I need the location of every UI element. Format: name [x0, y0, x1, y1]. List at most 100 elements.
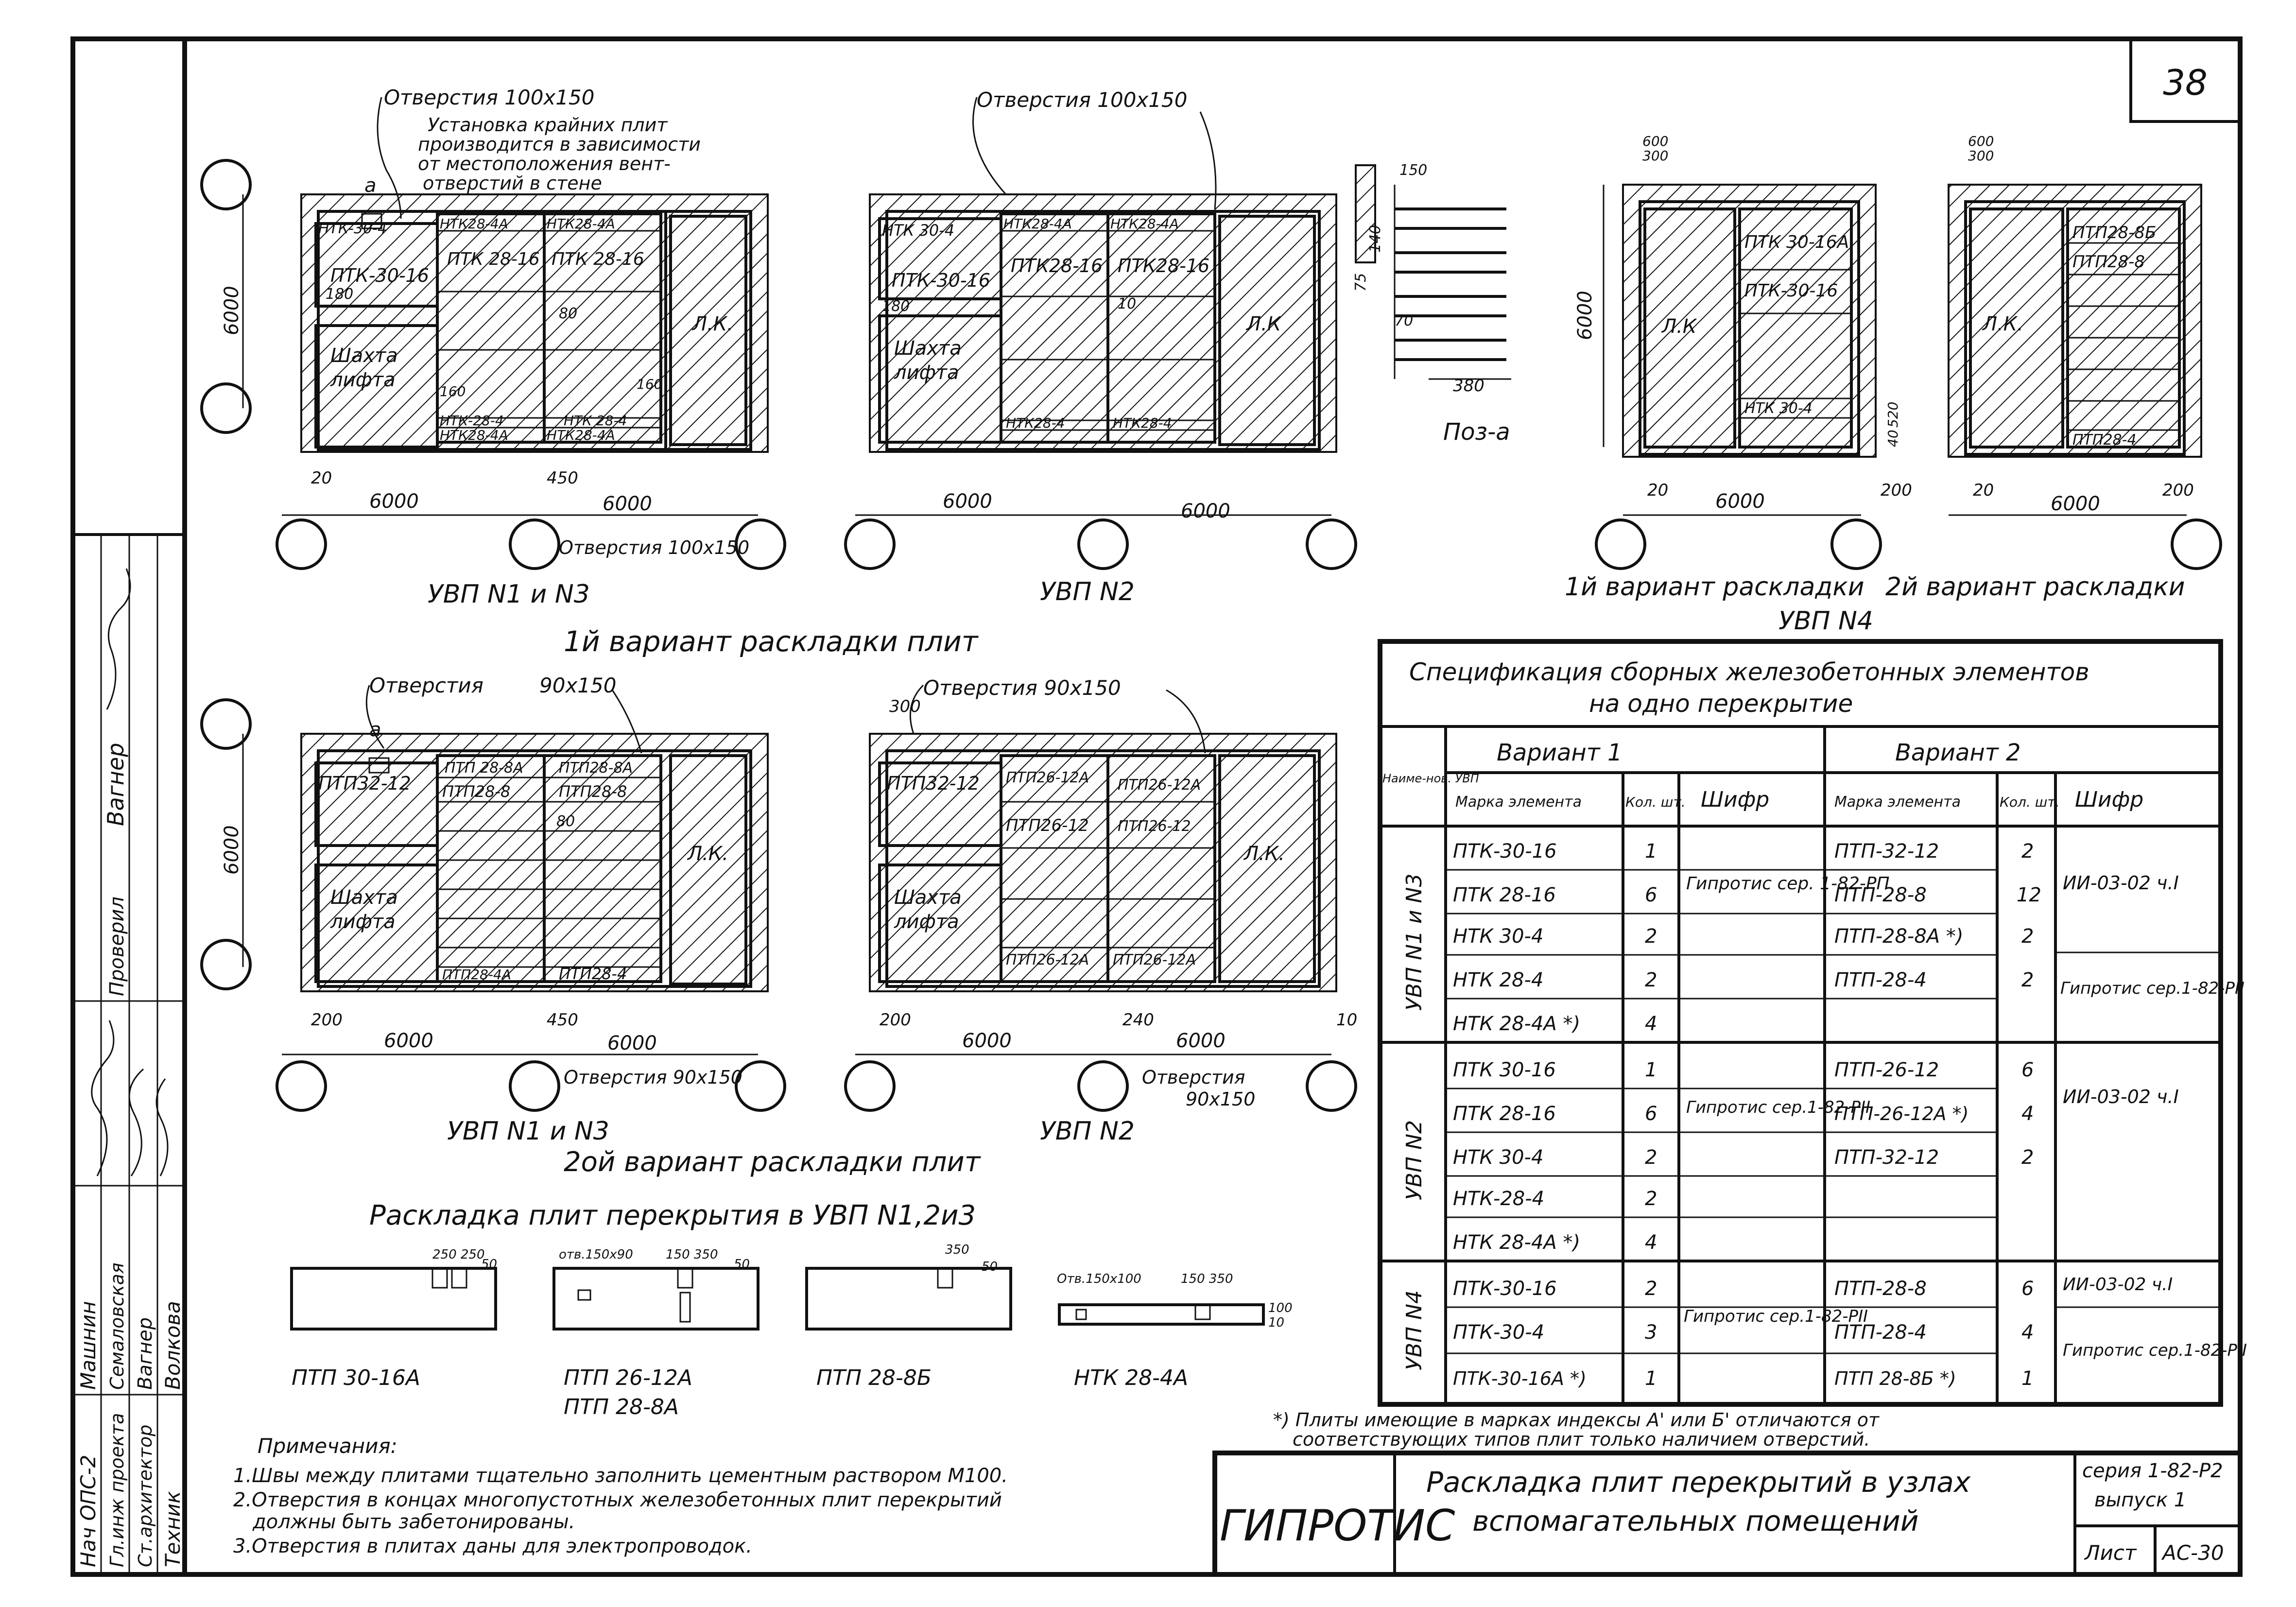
note-install-1: Установка крайних плит	[428, 114, 668, 136]
label-ptp28-8b: ПТП28-8Б	[2072, 223, 2156, 242]
label-ptp28-8: ПТП28-8	[2072, 252, 2145, 272]
spec-g3-r2-q1: 3	[1645, 1321, 1657, 1344]
dim-right-6000: 6000	[603, 493, 652, 515]
plan-uvp2-variant2: ПТП32-12 ПТП26-12А ПТП26-12А ПТП26-12 ПТ…	[844, 676, 1357, 1146]
org-logo: ГИПРОТИС	[1220, 1501, 1455, 1551]
dim-160-a: 160	[440, 383, 466, 399]
label-lk: Л.К.	[1243, 843, 1285, 865]
detail-4-dims: Отв.150х100	[1057, 1272, 1141, 1286]
dim-150: 150	[1399, 162, 1427, 179]
spec-g1-r4-q1: 2	[1645, 969, 1657, 991]
detail-2-d2: 150 350	[666, 1247, 718, 1262]
spec-g2-r5-m1: НТК 28-4А *)	[1453, 1231, 1580, 1254]
label-ptp28-8a-a: ПТП 28-8А	[445, 760, 523, 777]
dim-20: 20	[311, 468, 332, 488]
spec-variant1: Вариант 1	[1497, 739, 1623, 766]
spec-g1-r1-q2: 2	[2021, 840, 2034, 863]
dim-180: 180	[326, 286, 353, 303]
spec-g1-name: УВП N1 и N3	[1402, 874, 1427, 1011]
label-shaft-2: лифта	[330, 911, 396, 933]
spec-g3-code1: Гипротис сер.1-82-РII	[1684, 1307, 1868, 1326]
spec-g2-r1-q1: 1	[1645, 1059, 1657, 1081]
spec-g2-r4-q1: 2	[1645, 1188, 1657, 1210]
series: серия 1-82-Р2	[2082, 1460, 2223, 1482]
spec-g1-r3-m1: НТК 30-4	[1453, 925, 1543, 948]
spec-g1-r2-m2: ПТП-28-8	[1834, 884, 1927, 906]
section-title: Поз-а	[1443, 418, 1510, 446]
label-ptk28-16-b: ПТК 28-16	[552, 249, 644, 269]
notes: Примечания: 1.Швы между плитами тщательн…	[233, 1434, 1008, 1557]
label-ntk28-4a-top-b: НТК28-4А	[1110, 216, 1179, 232]
note-3: 3.Отверстия в плитах даны для электропро…	[233, 1535, 752, 1557]
caption-variant2: 2ой вариант раскладки плит	[564, 1146, 981, 1178]
dim-10: 10	[1336, 1010, 1357, 1030]
dim-left-6000: 6000	[943, 490, 992, 513]
note-size: 90х150	[539, 674, 616, 697]
note-hole-bottom-size: 90х150	[1186, 1089, 1255, 1110]
spec-g2-r3-q2: 2	[2021, 1146, 2034, 1169]
dim-200: 200	[311, 1010, 343, 1030]
spec-g1-r2-q2: 12	[2017, 884, 2041, 906]
label-ntk28-4a-bot-a: НТК28-4А	[440, 427, 508, 443]
label-ptk30-16: ПТК-30-16	[892, 270, 990, 291]
dim-300: 300	[1968, 148, 1994, 164]
spec-g2-r4-m1: НТК-28-4	[1453, 1188, 1544, 1210]
label-ptp28-4a: ПТП28-4А	[442, 967, 511, 983]
spec-h-code-1: Шифр	[1701, 787, 1769, 812]
label-ptk28-16-b: ПТК28-16	[1118, 255, 1209, 276]
spec-variant2: Вариант 2	[1895, 739, 2021, 766]
dim-160-b: 160	[637, 376, 662, 392]
label-ntk28-4a-bot-b: НТК28-4А	[547, 427, 615, 443]
title-line-1: Раскладка плит перекрытий в узлах	[1426, 1466, 1971, 1499]
label-ptk28-16-a: ПТК 28-16	[447, 249, 540, 269]
note-1: 1.Швы между плитами тщательно заполнить …	[233, 1465, 1008, 1487]
dim-20: 20	[1647, 481, 1668, 500]
label-lk: Л.К.	[687, 843, 728, 865]
label-shaft-2: лифта	[330, 369, 396, 391]
dim-450: 450	[547, 468, 578, 488]
dim-450: 450	[547, 1010, 578, 1030]
spec-g1-r5-m1: НТК 28-4А *)	[1453, 1013, 1580, 1035]
slab-details-title: Раскладка плит перекрытия в УВП N1,2и3	[369, 1200, 976, 1231]
dim-height-6000: 6000	[1574, 291, 1596, 340]
list-label: Лист	[2084, 1541, 2137, 1565]
signature-1	[106, 568, 131, 710]
spec-g1-r4-m2: ПТП-28-4	[1834, 969, 1927, 991]
dim-600: 600	[1642, 133, 1668, 149]
plan-uvp2-variant1: НТК 30-4 ПТК-30-16 ПТК28-16 ПТК28-16 НТК…	[844, 88, 1357, 606]
stamp-role-4: Техник	[161, 1491, 185, 1567]
label-ptk30-16a: ПТК 30-16А	[1744, 232, 1849, 252]
detail-2-d3: 50	[734, 1257, 750, 1272]
spec-g2-r1-m2: ПТП-26-12	[1834, 1059, 1939, 1081]
caption-uvp4: УВП N4	[1778, 606, 1873, 636]
dim-20: 20	[1973, 481, 1994, 500]
spec-h-mark-1: Марка элемента	[1455, 794, 1582, 811]
detail-2-dims: отв.150х90	[559, 1247, 633, 1262]
spec-h-mark-2: Марка элемента	[1834, 794, 1961, 811]
spec-g2-name: УВП N2	[1402, 1120, 1427, 1200]
stamp-checked-label: Проверил	[106, 897, 128, 996]
spec-g1-r4-q2: 2	[2021, 969, 2034, 991]
note-2b: должны быть забетонированы.	[252, 1511, 575, 1533]
label-lk: Л.К.	[691, 313, 733, 335]
spec-g3-r2-q2: 4	[2021, 1321, 2034, 1344]
dim-300: 300	[889, 697, 921, 716]
spec-footnote-2: соответствующих типов плит только наличи…	[1293, 1429, 1870, 1450]
caption-uvp2: УВП N2	[1040, 1117, 1135, 1146]
spec-g2-r3-m1: НТК 30-4	[1453, 1146, 1543, 1169]
sheet-number-box	[2129, 37, 2242, 123]
spec-g2-r2-m1: ПТК 28-16	[1453, 1103, 1556, 1125]
label-ptp26-12a-bot-a: ПТП26-12А	[1006, 951, 1089, 968]
label-ptk30-16: ПТК-30-16	[1744, 281, 1838, 301]
note-hole-bottom: Отверстия 90х150	[564, 1067, 742, 1088]
spec-g2-r2-m2: ПТП-26-12А *)	[1834, 1103, 1968, 1124]
spec-g1-r2-m1: ПТК 28-16	[1453, 884, 1556, 906]
spec-g2-r2-q1: 6	[1645, 1103, 1657, 1125]
dim-520: 520	[1885, 402, 1901, 428]
dim-height-6000: 6000	[221, 825, 243, 875]
spec-g1-r5-q1: 4	[1645, 1013, 1657, 1035]
spec-g2-r3-m2: ПТП-32-12	[1834, 1146, 1939, 1169]
spec-g1-r2-q1: 6	[1645, 884, 1657, 906]
label-ntk28-4-a: НТК28-4	[1006, 415, 1065, 431]
stamp-checked-name: Вагнер	[103, 743, 129, 827]
